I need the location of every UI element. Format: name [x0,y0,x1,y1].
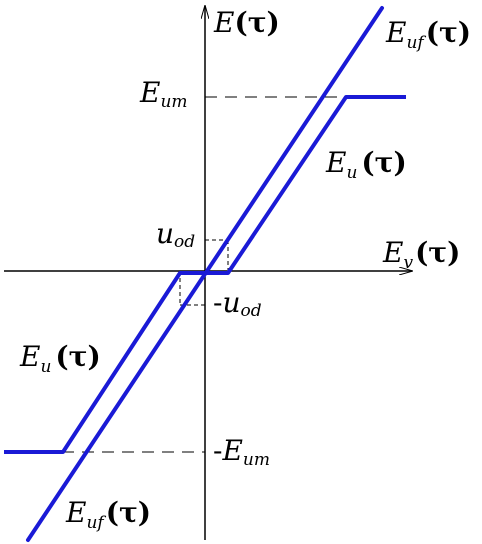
e-uf-label-bottom: Euf(τ) [65,496,151,533]
x-axis-label: Ev(τ) [382,236,460,273]
e-uf-label-top: Euf(τ) [385,16,471,53]
neg-u-od-label: -uod [213,286,262,321]
y-axis-label: E(τ) [213,6,280,39]
e-u-label-right: Eu(τ) [325,146,407,183]
e-u-label-left: Eu(τ) [19,340,101,377]
u-od-label: uod [156,217,195,252]
e-um-label: Eum [139,76,188,112]
e-u-curve [4,95,406,454]
neg-e-um-label: -Eum [213,434,270,470]
